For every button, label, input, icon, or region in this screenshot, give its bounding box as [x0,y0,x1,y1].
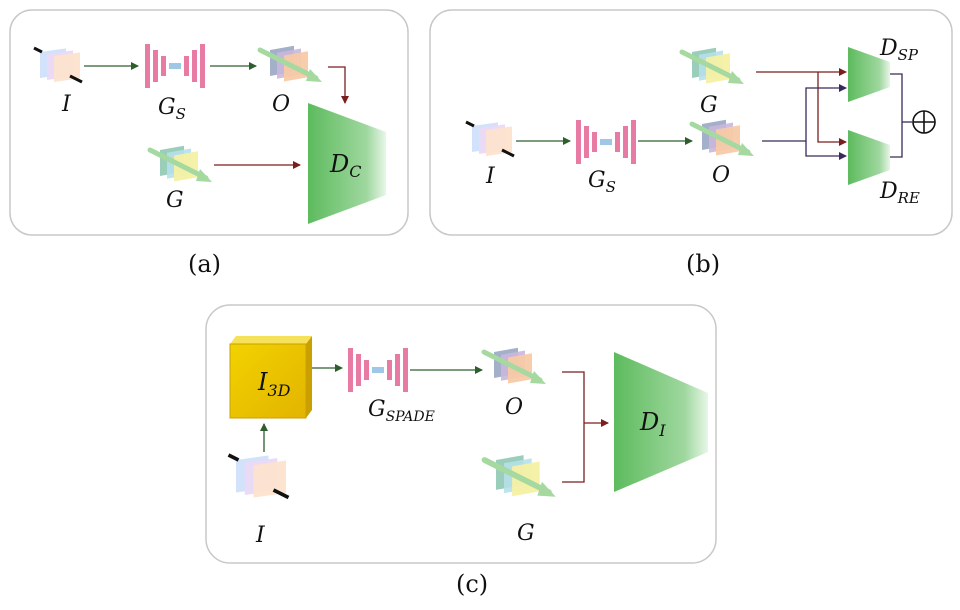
arrow-gt-to-disc-re [817,72,847,146]
panel-b-output-label: O [712,163,730,188]
panel-b-disc-re-label: DRE [879,179,920,207]
direct-sum-icon [912,110,936,134]
panel-b-disc-sp-label: DSP [879,36,919,64]
panel-a-generator-label: GS [158,95,186,123]
discriminator-icon [614,352,708,492]
panel-c: I3D I GSPADE O G DI [205,304,717,564]
panel-a-input-label: I [61,92,72,117]
panel-c-discriminator-label: DI [639,408,666,440]
panel-c-output-label: O [505,395,523,420]
panel-a-gt-label: G [166,188,184,213]
panel-a-discriminator-label: DC [329,150,362,181]
panel-b-gt-label: G [700,93,718,118]
panel-b: I GS O G DSP DRE [429,9,953,236]
panel-a: I GS O G DC [9,9,409,236]
panel-a-caption: (a) [188,250,221,278]
panel-c-volume-label: I3D [257,368,291,400]
discriminator-icon [308,103,386,224]
arrow-output-to-disc-re [805,141,847,160]
panel-c-gt-label: G [517,521,535,546]
panel-b-generator-label: GS [588,168,616,196]
disc-sp-icon [848,47,890,102]
arrow-output-to-disc-sp [762,84,847,142]
panel-c-caption: (c) [456,570,488,598]
merge-bracket [562,371,585,483]
panel-b-caption: (b) [686,250,720,278]
volume-cube-icon [229,336,312,419]
panel-c-generator-label: GSPADE [368,397,435,425]
panel-a-output-label: O [272,92,290,117]
merge-bracket [890,73,903,158]
panel-b-input-label: I [485,164,496,189]
panel-c-input-label: I [255,523,266,548]
disc-re-icon [848,130,890,185]
arrow-output-to-discriminator [328,66,349,104]
panel-c-frame [205,304,717,564]
